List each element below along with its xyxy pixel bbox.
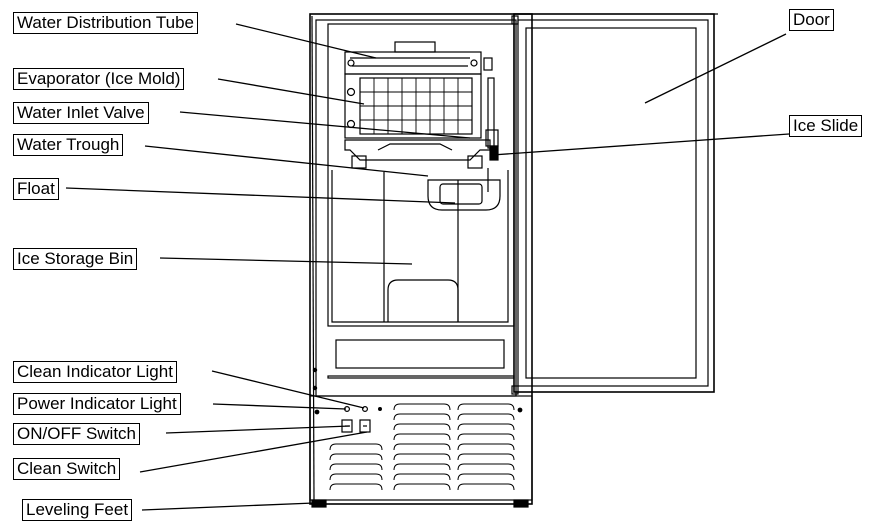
vent-slot <box>329 463 383 471</box>
vent-slot <box>393 403 451 411</box>
leader-lines <box>65 23 790 511</box>
cabinet <box>309 13 533 505</box>
water-trough-drawing <box>344 139 491 169</box>
vent-slot <box>457 463 515 471</box>
water-inlet-valve-drawing <box>485 77 499 161</box>
label-water-inlet-valve: Water Inlet Valve <box>13 102 149 124</box>
label-door: Door <box>789 9 834 31</box>
label-clean-indicator-light: Clean Indicator Light <box>13 361 177 383</box>
vent-slot <box>457 413 515 421</box>
label-evaporator: Evaporator (Ice Mold) <box>13 68 185 90</box>
vent-slot <box>457 483 515 491</box>
vent-slot <box>457 423 515 431</box>
vent-slot <box>329 483 383 491</box>
vent-slot <box>457 473 515 481</box>
label-clean-switch: Clean Switch <box>13 458 121 480</box>
vent-slot <box>329 453 383 461</box>
vent-slot <box>457 403 515 411</box>
label-power-indicator-light: Power Indicator Light <box>13 393 181 415</box>
label-float: Float <box>13 178 59 200</box>
water-distribution-tube-drawing <box>344 41 493 75</box>
label-leveling-feet: Leveling Feet <box>22 499 133 521</box>
door-drawing <box>511 13 718 395</box>
label-water-trough: Water Trough <box>13 134 124 156</box>
lower-front-panel <box>327 339 515 379</box>
vent-slot <box>393 433 451 441</box>
vent-slot <box>329 473 383 481</box>
label-ice-slide: Ice Slide <box>789 115 863 137</box>
label-on-off-switch: ON/OFF Switch <box>13 423 141 445</box>
vent-slot <box>393 483 451 491</box>
evaporator-drawing <box>344 73 482 139</box>
vent-slot <box>393 473 451 481</box>
vent-slot <box>457 443 515 451</box>
float-drawing <box>427 168 501 211</box>
label-water-distribution-tube: Water Distribution Tube <box>13 12 198 34</box>
grille-vents <box>329 403 515 491</box>
vent-slot <box>393 463 451 471</box>
vent-slot <box>393 413 451 421</box>
vent-slot <box>393 423 451 431</box>
label-ice-storage-bin: Ice Storage Bin <box>13 248 138 270</box>
vent-slot <box>457 433 515 441</box>
vent-slot <box>393 443 451 451</box>
vent-slot <box>457 453 515 461</box>
vent-slot <box>329 443 383 451</box>
vent-slot <box>393 453 451 461</box>
ice-storage-bin-drawing <box>331 170 509 323</box>
